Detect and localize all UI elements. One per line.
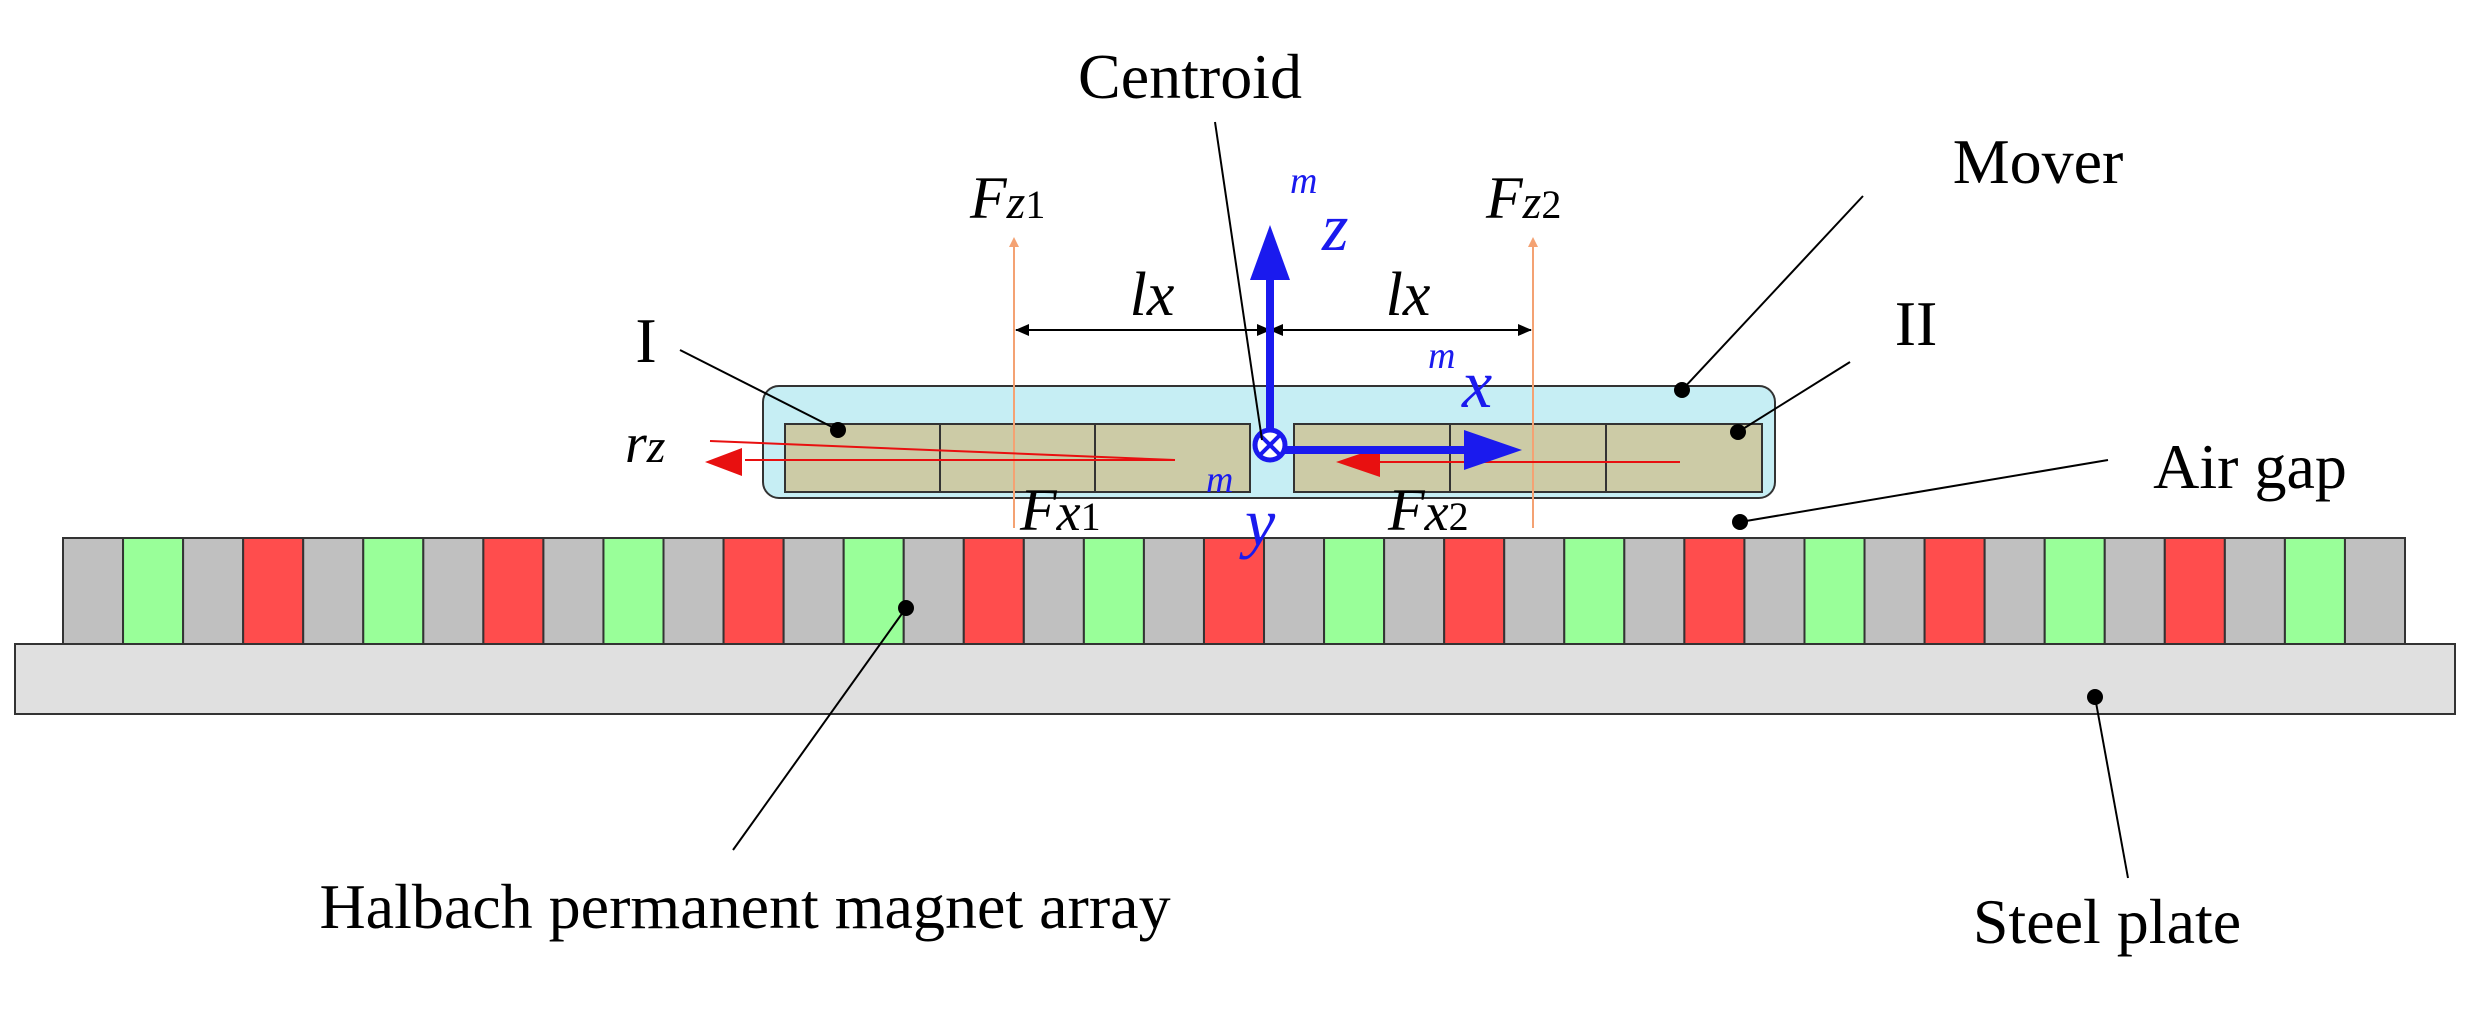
magnet-cell-gray: [782, 537, 845, 645]
magnet-cell-red: [2163, 537, 2226, 645]
y-axis-label: my: [1206, 459, 1276, 560]
magnet-cell-green: [362, 537, 425, 645]
coil-2-dot: [1730, 424, 1746, 440]
magnet-cell-green: [1082, 537, 1145, 645]
magnet-cell-green: [602, 537, 665, 645]
magnet-array-leader: [732, 607, 907, 851]
magnet-cell-gray: [1263, 537, 1326, 645]
magnet-array-dot: [898, 600, 914, 616]
steel-plate-dot: [2087, 689, 2103, 705]
magnet-cell-gray: [2103, 537, 2166, 645]
fx2-arrowhead: [1336, 447, 1380, 477]
coil-1-leader: [679, 349, 839, 431]
coil-group-1: [784, 423, 1251, 493]
magnet-cell-red: [1683, 537, 1746, 645]
x-axis-label: mx: [1428, 335, 1492, 422]
magnet-cell-green: [122, 537, 185, 645]
steel-plate: [14, 643, 2456, 715]
magnet-cell-gray: [1623, 537, 1686, 645]
magnet-cell-gray: [1383, 537, 1446, 645]
magnet-cell-gray: [902, 537, 965, 645]
lx-left-label: lx: [1130, 261, 1175, 329]
x-axis-arrowhead: [1464, 430, 1522, 470]
coil-1-label: I: [635, 305, 656, 376]
magnet-cell-gray: [1863, 537, 1926, 645]
magnet-array-label: Halbach permanent magnet array: [319, 871, 1170, 942]
magnet-cell-green: [842, 537, 905, 645]
z-axis-label: mz: [1290, 160, 1348, 265]
air-gap-dot: [1732, 514, 1748, 530]
magnet-cell-red: [962, 537, 1025, 645]
magnet-cell-gray: [1503, 537, 1566, 645]
air-gap-label: Air gap: [2153, 431, 2347, 502]
fz1-label: Fz1: [969, 165, 1045, 231]
magnet-cell-green: [1803, 537, 1866, 645]
mover-label: Mover: [1953, 126, 2124, 197]
air-gap-leader: [1739, 459, 2109, 523]
steel-plate-label: Steel plate: [1973, 886, 2241, 957]
steel-plate-leader: [2094, 696, 2129, 879]
magnet-cell-gray: [62, 537, 125, 645]
magnet-cell-red: [1202, 537, 1266, 645]
rz-arrowhead: [705, 448, 742, 476]
centroid-label: Centroid: [1078, 41, 1302, 112]
magnet-cell-gray: [1142, 537, 1205, 645]
magnet-cell-gray: [422, 537, 485, 645]
magnet-cell-gray: [302, 537, 365, 645]
magnet-cell-green: [1323, 537, 1386, 645]
magnet-cell-red: [242, 537, 305, 645]
magnet-cell-gray: [1983, 537, 2046, 645]
magnet-cell-red: [482, 537, 545, 645]
magnet-cell-gray: [2223, 537, 2286, 645]
fx2-label: Fx2: [1387, 477, 1469, 543]
y-axis-into-page-icon: [1252, 427, 1288, 463]
magnet-cell-gray: [182, 537, 245, 645]
z-axis-arrowhead: [1250, 225, 1290, 280]
magnet-cell-red: [722, 537, 785, 645]
magnet-cell-gray: [542, 537, 605, 645]
coil-1-dot: [830, 422, 846, 438]
lx-right-label: lx: [1386, 261, 1431, 329]
halbach-magnet-array: [62, 537, 2406, 645]
centroid-leader: [1214, 121, 1263, 441]
magnet-cell-green: [1563, 537, 1626, 645]
rz-label: rz: [625, 413, 666, 475]
magnet-cell-gray: [1743, 537, 1806, 645]
coil-2-label: II: [1895, 288, 1938, 359]
mover-dot: [1674, 382, 1690, 398]
magnet-cell-red: [1923, 537, 1986, 645]
coil-2-leader: [1737, 361, 1851, 433]
magnet-cell-green: [2043, 537, 2106, 645]
rz-line: [709, 440, 1176, 461]
mover-leader: [1681, 195, 1864, 391]
magnet-cell-gray: [2343, 537, 2406, 645]
magnet-cell-red: [1443, 537, 1506, 645]
magnet-cell-gray: [662, 537, 725, 645]
magnet-cell-green: [2283, 537, 2346, 645]
fx1-label: Fx1: [1019, 477, 1101, 543]
fz2-label: Fz2: [1485, 165, 1561, 231]
magnet-cell-gray: [1022, 537, 1085, 645]
